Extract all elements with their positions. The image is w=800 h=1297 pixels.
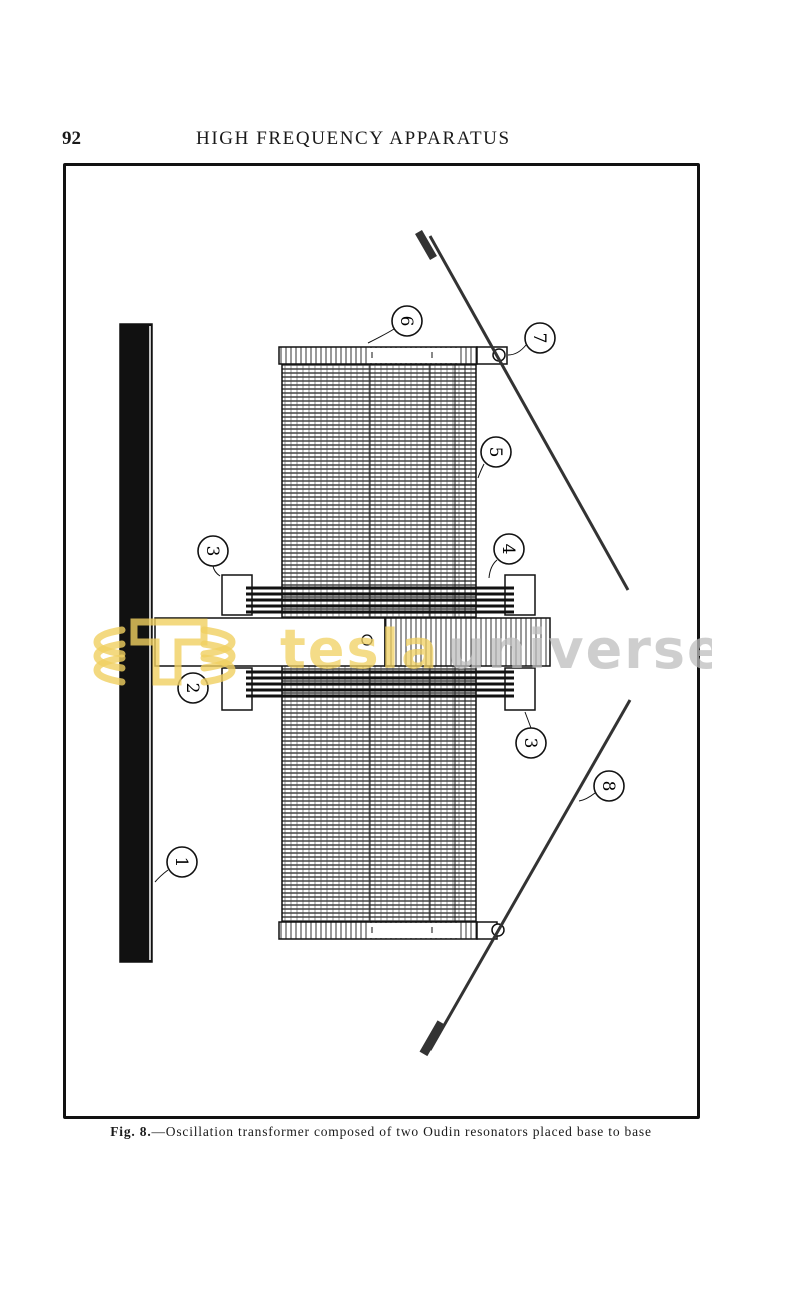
svg-text:5: 5 xyxy=(485,447,505,458)
page-number: 92 xyxy=(62,128,81,149)
svg-text:6: 6 xyxy=(396,316,416,327)
item-1-plate xyxy=(119,323,153,963)
item-4-primary-upper xyxy=(221,574,536,616)
callout-3-lower: 3 xyxy=(515,711,547,759)
svg-text:3: 3 xyxy=(202,546,222,557)
caption-text: —Oscillation transformer composed of two… xyxy=(151,1124,652,1139)
item-6-top-collar xyxy=(278,346,508,365)
center-base-bar xyxy=(154,617,551,667)
svg-text:1: 1 xyxy=(171,857,191,868)
svg-text:7: 7 xyxy=(529,333,549,344)
callout-5: 5 xyxy=(477,436,512,479)
caption-lead: Fig. 8. xyxy=(110,1124,152,1139)
callout-6: 6 xyxy=(367,305,423,344)
figure-frame xyxy=(63,163,700,1119)
svg-text:8: 8 xyxy=(598,781,618,792)
svg-text:3: 3 xyxy=(520,738,540,749)
callout-7: 7 xyxy=(507,322,556,356)
callout-4: 4 xyxy=(488,533,525,579)
callout-2: 2 xyxy=(177,672,209,704)
callouts: 1 2 3 3 4 5 6 7 8 xyxy=(154,305,625,883)
callout-8: 8 xyxy=(578,770,625,802)
svg-text:4: 4 xyxy=(498,544,518,555)
running-head: HIGH FREQUENCY APPARATUS xyxy=(196,128,511,149)
item-7-upper-rod xyxy=(415,230,630,591)
callout-1: 1 xyxy=(154,846,198,883)
svg-text:2: 2 xyxy=(182,683,202,694)
item-8-lower-rod xyxy=(419,699,632,1057)
callout-3-upper: 3 xyxy=(197,535,229,577)
item-3-primary-lower xyxy=(221,667,536,711)
figure-caption: Fig. 8.—Oscillation transformer composed… xyxy=(66,1125,696,1139)
bottom-collar xyxy=(278,921,505,940)
